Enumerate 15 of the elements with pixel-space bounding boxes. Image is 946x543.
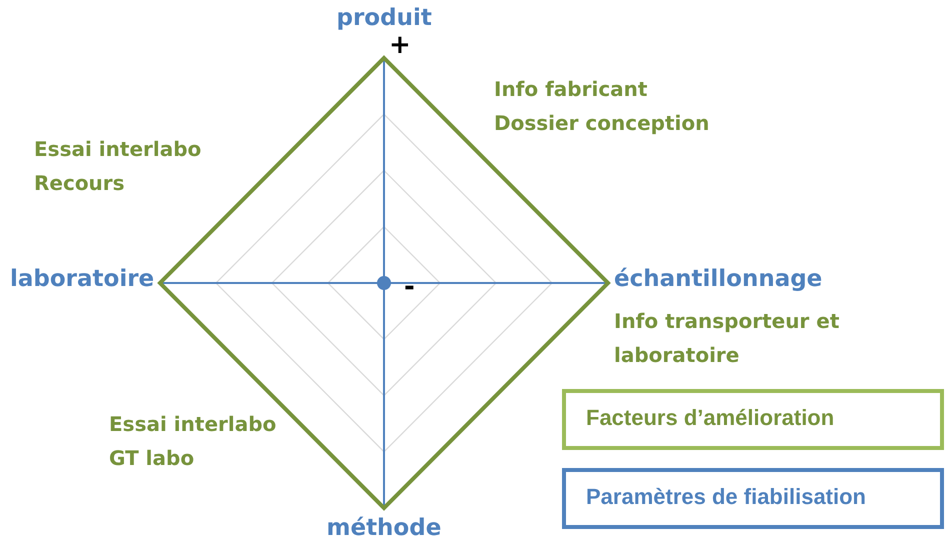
annotation-text: Essai interlabo <box>109 414 276 435</box>
axis-label: laboratoire <box>10 267 154 291</box>
annotation-text: Info fabricant <box>494 79 648 100</box>
axis-label: échantillonnage <box>614 267 822 291</box>
legend-label: Facteurs d’amélioration <box>586 405 834 431</box>
annotation-text: Dossier conception <box>494 113 710 134</box>
axis-label: produit <box>336 6 432 30</box>
annotation-text: Recours <box>34 173 125 194</box>
minus-sign: - <box>404 274 415 301</box>
legend-label: Paramètres de fiabilisation <box>586 484 866 510</box>
plus-sign: + <box>389 32 411 59</box>
annotation-text: Essai interlabo <box>34 139 202 160</box>
annotation-text: Info transporteur et laboratoire <box>614 308 840 369</box>
axis-label: méthode <box>326 516 442 540</box>
annotation-text: GT labo <box>109 448 194 469</box>
